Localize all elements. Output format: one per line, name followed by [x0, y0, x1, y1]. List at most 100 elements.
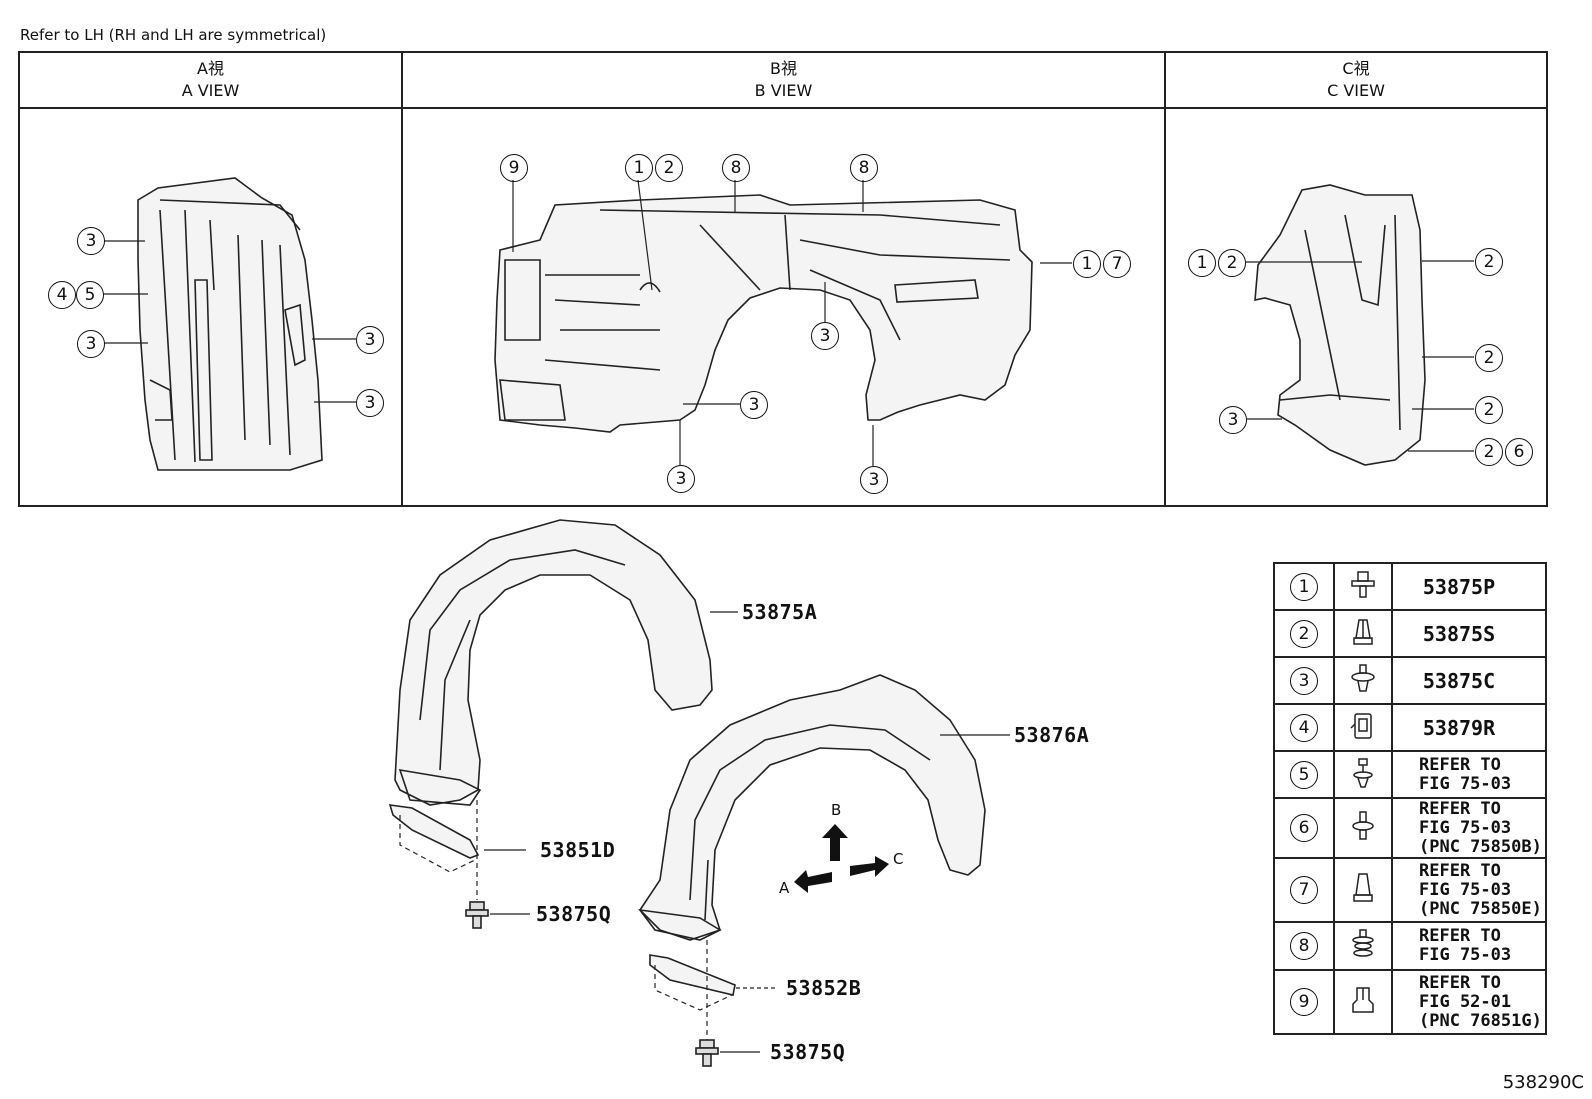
- liner-53876a: [638, 674, 986, 941]
- callout-4: 4: [48, 281, 76, 309]
- b-view-header: B視 B VIEW: [402, 52, 1165, 108]
- callout-3: 3: [811, 322, 839, 350]
- liner-53875a: [394, 519, 713, 806]
- legend-row: 3 53875C: [1273, 656, 1547, 705]
- bracket-53851d: [388, 800, 526, 900]
- legend-ref-line: REFER TO: [1419, 798, 1501, 819]
- direction-arrows: [794, 824, 889, 893]
- callout-3: 3: [356, 326, 384, 354]
- legend-ref-line: FIG 75-03: [1419, 773, 1512, 794]
- fastener-legend: 1 53875P 2 53875S 3 53875C 4 53879R 5 RE…: [1273, 562, 1547, 1035]
- legend-number: 9: [1290, 988, 1318, 1016]
- legend-number: 4: [1290, 713, 1318, 742]
- fastener-icon: [1352, 929, 1374, 957]
- legend-number: 3: [1290, 666, 1318, 695]
- callout-2: 2: [1218, 249, 1246, 277]
- callout-1: 1: [625, 154, 653, 182]
- callout-7: 7: [1103, 250, 1131, 278]
- part-label-53875q: 53875Q: [536, 902, 612, 926]
- legend-number: 2: [1290, 619, 1318, 648]
- callout-3: 3: [667, 465, 695, 493]
- legend-number: 6: [1290, 814, 1318, 842]
- legend-ref-line: FIG 75-03: [1419, 879, 1512, 900]
- a-view-liner: [137, 177, 323, 471]
- bracket-53852b: [649, 940, 776, 1040]
- legend-ref-line: REFER TO: [1419, 860, 1501, 881]
- part-label-53852b: 53852B: [786, 976, 862, 1000]
- b-view-leaders: [512, 179, 1072, 466]
- bolt-53875q-lower: [695, 1039, 760, 1067]
- callout-2: 2: [1475, 396, 1503, 424]
- diagram-id: 538290C: [1502, 1072, 1584, 1093]
- clip-icon: [1351, 663, 1375, 692]
- callout-6: 6: [1505, 438, 1533, 466]
- legend-ref-line: FIG 52-01: [1419, 991, 1512, 1012]
- b-view-label-en: B VIEW: [754, 81, 813, 100]
- part-label-53851d: 53851D: [540, 838, 616, 862]
- callout-3: 3: [740, 391, 768, 419]
- callout-9: 9: [500, 154, 528, 182]
- view-frame: [18, 51, 1548, 507]
- legend-ref-line: REFER TO: [1419, 926, 1501, 946]
- flange-bolt-icon: [1351, 570, 1375, 598]
- push-clip-icon: [1353, 873, 1373, 902]
- callout-5: 5: [76, 281, 104, 309]
- arrow-label-b: B: [831, 801, 842, 819]
- callout-2: 2: [655, 154, 683, 182]
- legend-number: 1: [1290, 572, 1318, 601]
- legend-part-number: 53879R: [1422, 715, 1496, 740]
- part-label-53875a: 53875A: [742, 600, 818, 624]
- rivet-clip-icon: [1352, 811, 1374, 840]
- clamp-nut-icon: [1350, 712, 1372, 739]
- legend-ref-line: FIG 75-03: [1419, 817, 1512, 838]
- legend-number: 5: [1290, 760, 1318, 789]
- c-view-liner: [1254, 184, 1426, 466]
- legend-number: 7: [1290, 876, 1318, 904]
- legend-ref-line: REFER TO: [1419, 972, 1501, 993]
- bolt-53875q-upper: [465, 901, 530, 929]
- b-view-liner: [494, 194, 1033, 433]
- c-view-label-en: C VIEW: [1327, 81, 1385, 100]
- a-view-header: A視 A VIEW: [19, 52, 402, 108]
- part-label-53876a: 53876A: [1014, 723, 1090, 747]
- callout-8: 8: [722, 154, 750, 182]
- part-label-53875q: 53875Q: [770, 1040, 846, 1064]
- legend-part-number: 53875S: [1422, 621, 1496, 646]
- retainer-icon: [1352, 987, 1374, 1013]
- callout-3: 3: [356, 389, 384, 417]
- callout-3: 3: [860, 466, 888, 494]
- screw-grommet-icon: [1353, 757, 1373, 788]
- a-view-label-jp: A視: [197, 59, 224, 78]
- callout-2: 2: [1475, 438, 1503, 466]
- legend-ref-line: (PNC 76851G): [1419, 1010, 1542, 1031]
- legend-row: 1 53875P: [1273, 562, 1547, 611]
- c-view-label-jp: C視: [1342, 59, 1370, 78]
- b-view-label-jp: B視: [770, 59, 797, 78]
- callout-1: 1: [1073, 250, 1101, 278]
- symmetry-note: Refer to LH (RH and LH are symmetrical): [20, 26, 327, 44]
- callout-3: 3: [77, 227, 105, 255]
- legend-ref-line: REFER TO: [1419, 754, 1501, 775]
- legend-part-number: 53875P: [1422, 574, 1496, 599]
- legend-row: 4 53879R: [1273, 703, 1547, 752]
- legend-row: 2 53875S: [1273, 609, 1547, 658]
- a-view-leaders: [103, 240, 356, 403]
- c-view-leaders: [1246, 260, 1474, 452]
- callout-2: 2: [1475, 248, 1503, 276]
- arrow-label-c: C: [893, 850, 904, 868]
- callout-2: 2: [1475, 344, 1503, 372]
- arrow-label-a: A: [779, 879, 790, 897]
- legend-number: 8: [1290, 932, 1318, 960]
- callout-8: 8: [850, 154, 878, 182]
- legend-ref-line: (PNC 75850E): [1419, 898, 1542, 919]
- push-nut-icon: [1353, 618, 1373, 645]
- callout-1: 1: [1188, 249, 1216, 277]
- c-view-header: C視 C VIEW: [1165, 52, 1547, 108]
- legend-part-number: 53875C: [1422, 668, 1496, 693]
